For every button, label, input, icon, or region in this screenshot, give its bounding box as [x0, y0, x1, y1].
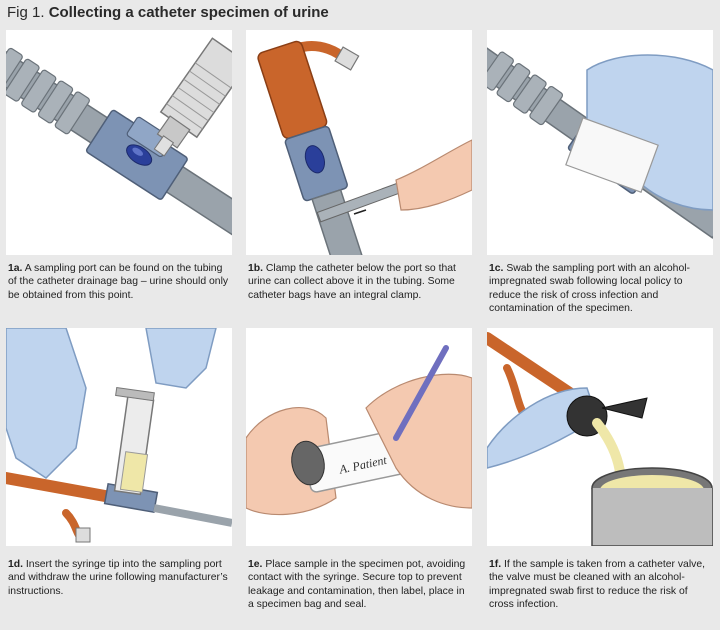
label-specimen-drawing: A. Patient [246, 345, 472, 516]
step-text-1e: Place sample in the specimen pot, avoidi… [248, 559, 466, 611]
clamp-catheter-drawing [257, 40, 472, 255]
step-number-1c: 1c. [489, 263, 504, 274]
step-number-1b: 1b. [248, 263, 264, 274]
caption-1d: 1d. Insert the syringe tip into the samp… [8, 558, 230, 598]
step-number-1d: 1d. [8, 559, 24, 570]
panel-1f-illustration [487, 328, 713, 546]
step-text-1f: If the sample is taken from a catheter v… [489, 559, 706, 611]
caption-1a: 1a. A sampling port can be found on the … [8, 262, 230, 302]
caption-1f: 1f. If the sample is taken from a cathet… [489, 558, 713, 612]
step-text-1d: Insert the syringe tip into the sampling… [8, 559, 228, 597]
caption-1b: 1b. Clamp the catheter below the port so… [248, 262, 472, 302]
panel-1d-illustration [6, 328, 232, 546]
panel-1b-illustration [246, 30, 472, 255]
step-number-1a: 1a. [8, 263, 23, 274]
figure-title-text: Collecting a catheter specimen of urine [48, 4, 329, 21]
step-text-1b: Clamp the catheter below the port so tha… [248, 263, 456, 301]
sampling-port-drawing [6, 37, 232, 237]
step-number-1e: 1e. [248, 559, 263, 570]
step-number-1f: 1f. [489, 559, 502, 570]
panel-1c-illustration [487, 30, 713, 255]
figure-title: Fig 1. Collecting a catheter specimen of… [7, 4, 329, 21]
catheter-valve-drawing [487, 332, 713, 546]
figure-label: Fig 1. [7, 4, 45, 21]
swab-port-drawing [487, 43, 713, 239]
caption-1e: 1e. Place sample in the specimen pot, av… [248, 558, 472, 612]
caption-1c: 1c. Swab the sampling port with an alcoh… [489, 262, 713, 316]
panel-1a-illustration [6, 30, 232, 255]
syringe-withdraw-drawing [6, 328, 232, 543]
step-text-1a: A sampling port can be found on the tubi… [8, 263, 229, 301]
panel-1e-illustration: A. Patient [246, 328, 472, 546]
step-text-1c: Swab the sampling port with an alcohol-i… [489, 263, 691, 315]
